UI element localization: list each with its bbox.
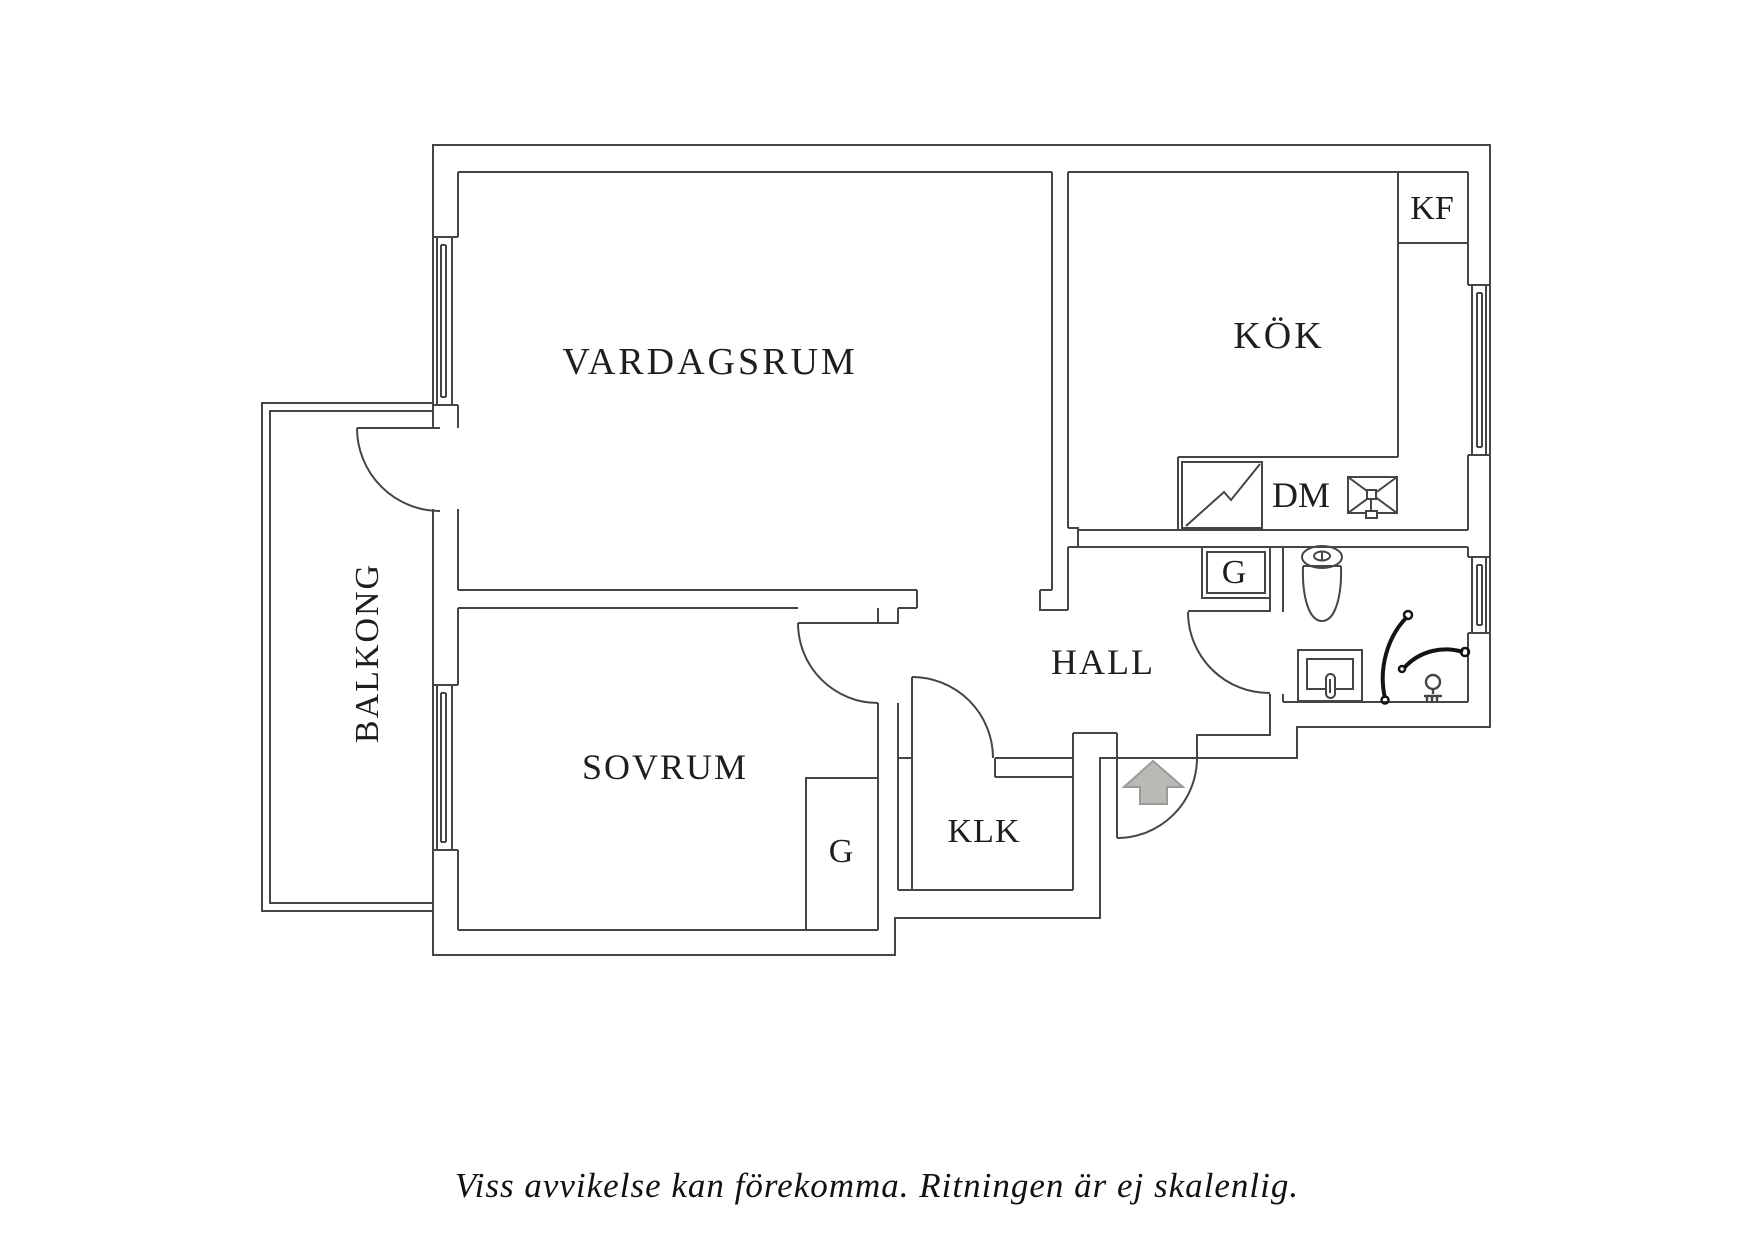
- window-vardagsrum: [433, 236, 458, 406]
- fixture-label-g-sovrum: G: [828, 833, 854, 870]
- bathroom-fixtures: [1297, 545, 1471, 705]
- kitchen-sink-icon: [1347, 476, 1398, 519]
- fixture-label-g-hall: G: [1221, 554, 1247, 591]
- kitchen-counter: [1177, 172, 1468, 530]
- room-label-sovrum: SOVRUM: [581, 747, 749, 787]
- door-symbols: [356, 427, 1271, 839]
- exterior-wall: [432, 144, 1491, 956]
- interior-walls: [457, 171, 1469, 931]
- entry-door-swing: [1116, 757, 1198, 839]
- room-label-hall: HALL: [1051, 642, 1155, 682]
- room-label-vardagsrum: VARDAGSRUM: [562, 341, 858, 383]
- stove-icon: [1181, 461, 1263, 529]
- klk-door-swing: [911, 676, 994, 759]
- balcony-door-swing: [356, 427, 441, 512]
- room-label-balkong: BALKONG: [349, 562, 386, 744]
- bathroom-sink-icon: [1297, 649, 1363, 702]
- bathroom-door-swing: [1187, 610, 1271, 695]
- entry-arrow-icon: [1121, 759, 1186, 805]
- wardrobe-hall-box: [1201, 546, 1271, 599]
- window-bathroom: [1468, 556, 1490, 634]
- disclaimer-caption: Viss avvikelse kan förekomma. Ritningen …: [454, 1166, 1300, 1205]
- fixture-label-dm: DM: [1271, 475, 1331, 515]
- wardrobe-boxes: [805, 546, 1271, 930]
- window-sovrum: [433, 684, 458, 851]
- shower-mixer-icon: [1380, 615, 1464, 699]
- shower-mixer-knobs: [1380, 609, 1471, 705]
- floor-drain-icon: [1424, 673, 1442, 702]
- window-symbols: [433, 236, 1490, 851]
- toilet-icon: [1301, 545, 1343, 623]
- wardrobe-sovrum-box: [805, 777, 878, 930]
- fixture-label-kf: KF: [1410, 190, 1454, 227]
- window-kok: [1468, 284, 1490, 456]
- stove-icon-zigzag: [1185, 463, 1261, 527]
- sovrum-door-swing: [797, 622, 879, 704]
- balcony-railing: [261, 402, 433, 912]
- room-label-kok: KÖK: [1233, 315, 1325, 357]
- room-label-klk: KLK: [947, 813, 1021, 850]
